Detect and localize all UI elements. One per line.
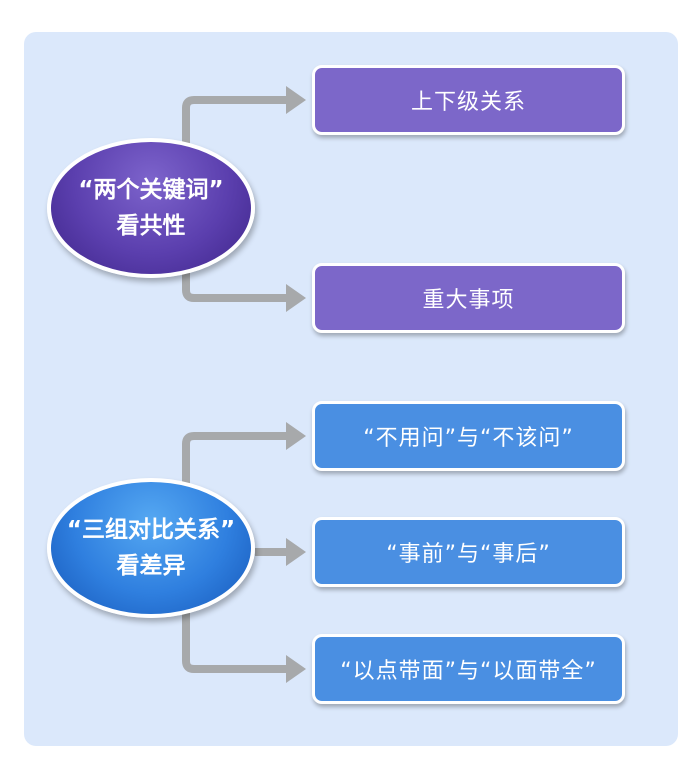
arrow-head	[286, 538, 306, 566]
group-1-subtitle: 看共性	[116, 213, 186, 239]
group-2-title: “三组对比关系”	[66, 517, 236, 543]
item-before-vs-after: “事前”与“事后”	[312, 517, 625, 587]
connector-line	[182, 432, 288, 505]
item-no-need-vs-should-not-ask: “不用问”与“不该问”	[312, 401, 625, 471]
arrow-head	[286, 422, 306, 450]
group-1-ellipse: “两个关键词” 看共性	[47, 138, 255, 278]
connector-line	[182, 251, 288, 302]
item-major-matters: 重大事项	[312, 263, 625, 333]
arrow-head	[286, 284, 306, 312]
item-point-vs-whole: “以点带面”与“以面带全”	[312, 634, 625, 704]
group-1-title: “两个关键词”	[78, 177, 224, 203]
connector-line	[182, 591, 288, 673]
arrow-head	[286, 86, 306, 114]
group-2-subtitle: 看差异	[116, 553, 186, 579]
connector-line	[182, 96, 288, 165]
group-2-ellipse: “三组对比关系” 看差异	[47, 478, 255, 618]
item-superior-subordinate: 上下级关系	[312, 65, 625, 135]
arrow-head	[286, 655, 306, 683]
